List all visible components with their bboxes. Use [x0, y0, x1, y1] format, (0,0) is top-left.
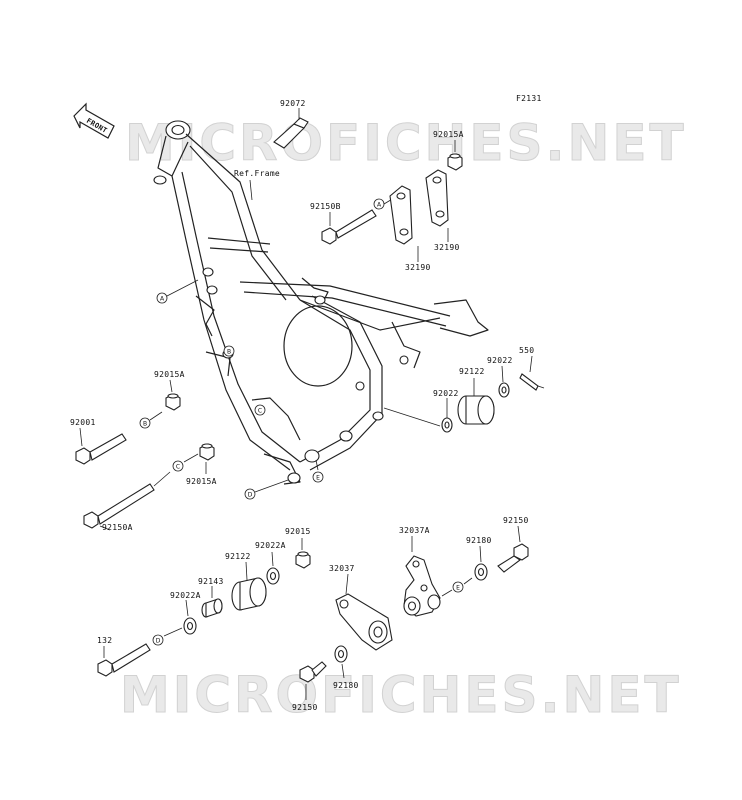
- svg-text:A: A: [160, 296, 165, 303]
- label-92015a-left: 92015A: [154, 370, 185, 379]
- label-32037: 32037: [329, 564, 355, 573]
- label-550: 550: [519, 346, 534, 355]
- label-92001: 92001: [70, 418, 96, 427]
- link-32037-drawing: [335, 573, 393, 651]
- washer-92180-right-drawing: [474, 545, 488, 581]
- label-92180-bottom: 92180: [333, 681, 359, 690]
- svg-text:C: C: [258, 408, 262, 415]
- callout-a-2: A: [373, 198, 385, 210]
- label-92150b: 92150B: [310, 202, 341, 211]
- label-92015: 92015: [285, 527, 311, 536]
- part-92072-drawing: [273, 108, 309, 149]
- label-92122-bottom: 92122: [225, 552, 251, 561]
- label-32190-a: 32190: [405, 263, 431, 272]
- label-92122-right: 92122: [459, 367, 485, 376]
- callout-b-1: B: [139, 417, 151, 429]
- label-92150a: 92150A: [102, 523, 133, 532]
- svg-text:E: E: [456, 585, 460, 592]
- washer-92022a-2-drawing: [183, 599, 197, 635]
- bracket-32190-drawing: [389, 169, 449, 262]
- svg-text:C: C: [176, 464, 180, 471]
- callout-c-1: C: [172, 460, 184, 472]
- nut-92015-bottom-drawing: [295, 538, 311, 569]
- nut-92015a-left-drawing: [165, 379, 181, 411]
- bolt-92150a-drawing: [83, 483, 155, 531]
- sleeve-92143-drawing: [201, 586, 223, 618]
- svg-text:A: A: [377, 202, 382, 209]
- nut-92015a-top-drawing: [447, 140, 463, 171]
- callout-c-2: C: [254, 404, 266, 416]
- svg-text:D: D: [248, 492, 253, 499]
- bolt-92150-bottom-drawing: [299, 661, 327, 700]
- washer-92022a-1-drawing: [266, 551, 280, 585]
- bolt-92001-drawing: [75, 427, 127, 465]
- bolt-92150-right-drawing: [497, 525, 529, 573]
- svg-text:E: E: [316, 475, 320, 482]
- collar-92122-bottom-drawing: [231, 561, 267, 611]
- callout-e-2: E: [452, 581, 464, 593]
- label-32037a: 32037A: [399, 526, 430, 535]
- link-32037a-drawing: [403, 536, 441, 617]
- collar-92122-right-drawing: [457, 378, 495, 425]
- watermark-top: MICROFICHES.NET: [125, 114, 687, 172]
- front-arrow-icon: FRONT: [73, 102, 115, 139]
- label-92022-right-1: 92022: [433, 389, 459, 398]
- label-92150-bottom: 92150: [292, 703, 318, 712]
- callout-a-1: A: [156, 279, 199, 304]
- label-32190-b: 32190: [434, 243, 460, 252]
- label-92022-right-2: 92022: [487, 356, 513, 365]
- svg-text:B: B: [143, 421, 147, 428]
- washer-92022-right-drawing: [498, 365, 510, 398]
- watermark-bottom: MICROFICHES.NET: [120, 666, 682, 724]
- bolt-132-drawing: [97, 643, 151, 677]
- washer-92022-left-drawing: [441, 398, 453, 433]
- frame-drawing: [153, 120, 489, 485]
- svg-text:D: D: [156, 638, 161, 645]
- label-92022a-2: 92022A: [170, 591, 201, 600]
- bolt-92150b-drawing: [321, 209, 377, 245]
- callout-b-2: B: [223, 345, 235, 357]
- ref-frame-label: Ref.Frame: [234, 169, 280, 178]
- nut-92015a-mid-drawing: [199, 443, 215, 474]
- label-132: 132: [97, 636, 112, 645]
- label-92150-right: 92150: [503, 516, 529, 525]
- callout-d-2: D: [152, 634, 164, 646]
- svg-text:B: B: [227, 349, 231, 356]
- pin-550-drawing: [519, 355, 545, 391]
- label-92180-right: 92180: [466, 536, 492, 545]
- washer-92180-bottom-drawing: [334, 645, 348, 679]
- callout-d-1: D: [244, 479, 289, 500]
- diagram-id: F2131: [516, 94, 542, 103]
- callout-e-1: E: [312, 459, 324, 483]
- label-92143: 92143: [198, 577, 224, 586]
- label-92022a-1: 92022A: [255, 541, 286, 550]
- label-92015a-mid: 92015A: [186, 477, 217, 486]
- label-92072: 92072: [280, 99, 306, 108]
- label-92015a-top: 92015A: [433, 130, 464, 139]
